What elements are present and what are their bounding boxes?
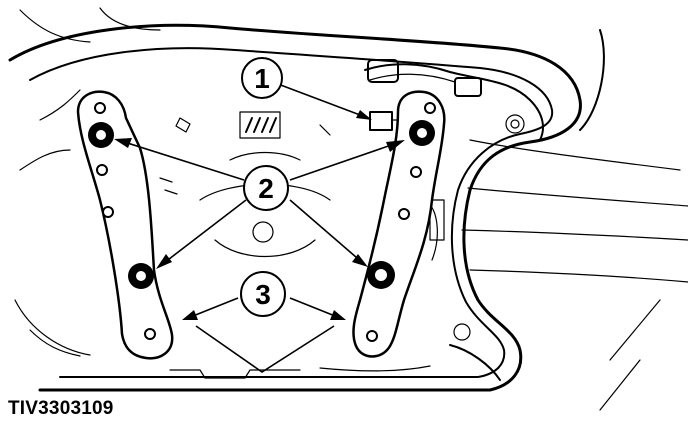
- callout-2-bubble: 2: [243, 165, 289, 211]
- leader-lines: [114, 83, 405, 373]
- right-lower-bolt: [367, 261, 395, 289]
- right-mounting-bracket: [352, 90, 446, 358]
- left-mounting-bracket: [76, 90, 174, 360]
- callout-3-label: 3: [255, 279, 271, 310]
- steering-wheel-outline: [8, 7, 688, 411]
- left-upper-bolt: [88, 122, 114, 148]
- clock-spring-icon: [239, 111, 281, 139]
- callout-3-bubble: 3: [240, 271, 286, 317]
- left-lower-bolt: [128, 263, 154, 289]
- figure-reference-code: TIV3303109: [8, 398, 114, 419]
- callout-1-label: 1: [254, 63, 270, 94]
- callout-1-bubble: 1: [241, 57, 283, 99]
- right-upper-bolt: [409, 120, 435, 146]
- callout-2-label: 2: [258, 173, 274, 204]
